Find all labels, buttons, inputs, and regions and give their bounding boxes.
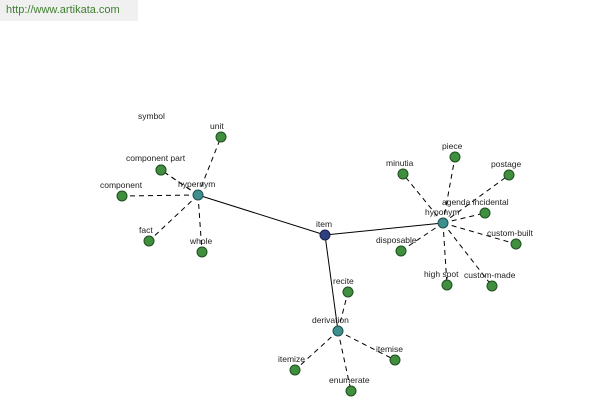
edge-derivation-itemise [337,330,396,361]
label-postage: postage [491,159,522,169]
label-custom-made: custom-made [464,270,516,280]
node-component[interactable] [116,190,128,202]
edge-root-hyponym [324,222,444,236]
label-itemize: itemize [278,354,305,364]
node-high-spot[interactable] [441,279,453,291]
label-layer: symbol unit component part component fact who… [100,111,533,385]
node-enumerate[interactable] [345,385,357,397]
label-high-spot: high spot [424,269,459,279]
edge-derivation-enumerate [337,330,352,392]
edge-hypernym-unit [197,136,222,196]
edge-hypernym-whole [197,194,203,253]
node-postage[interactable] [503,169,515,181]
label-whole: whole [189,236,212,246]
label-fact: fact [139,225,153,235]
label-hypernym: hypernym [178,179,215,189]
node-custom-made[interactable] [486,280,498,292]
label-enumerate: enumerate [329,375,370,385]
edge-hypernym-fact [148,194,199,242]
edge-hypernym-component [121,194,199,197]
edge-derivation-itemize [294,330,339,371]
node-item[interactable] [319,229,331,241]
node-unit[interactable] [215,131,227,143]
edge-hypernym-component-part [160,169,199,196]
node-layer [116,131,522,397]
label-component: component [100,180,143,190]
node-recite[interactable] [342,286,354,298]
edge-hyponym-minutia [402,173,444,224]
edge-hyponym-postage [442,174,510,224]
edge-root-derivation [324,234,339,332]
edge-hyponym-piece [442,156,456,224]
label-agenda-incidental: agenda incidental [442,197,509,207]
label-itemise: itemise [376,344,403,354]
label-recite: recite [333,276,354,286]
edge-hyponym-agenda-incidental [442,212,486,224]
node-hypernym[interactable] [192,189,204,201]
label-minutia: minutia [386,158,414,168]
node-piece[interactable] [449,151,461,163]
node-custom-built[interactable] [510,238,522,250]
label-piece: piece [442,141,463,151]
node-itemize[interactable] [289,364,301,376]
node-itemise[interactable] [389,354,401,366]
node-hyponym[interactable] [437,217,449,229]
edge-layer [121,136,517,392]
label-hyponym: hyponym [425,207,460,217]
label-derivation: derivation [312,315,349,325]
node-agenda-incidental[interactable] [479,207,491,219]
label-unit: unit [210,121,224,131]
edge-hyponym-custom-built [442,222,517,245]
label-item: item [316,219,332,229]
edge-root-hypernym [197,194,326,236]
node-whole[interactable] [196,246,208,258]
node-fact[interactable] [143,235,155,247]
source-url-banner[interactable]: http://www.artikata.com [0,0,138,21]
label-disposable: disposable [376,235,417,245]
edge-derivation-recite [337,291,349,332]
node-minutia[interactable] [397,168,409,180]
node-disposable[interactable] [395,245,407,257]
label-component-part: component part [126,153,186,163]
label-custom-built: custom-built [487,228,533,238]
edge-hyponym-high-spot [442,222,448,286]
label-symbol: symbol [138,111,165,121]
node-derivation[interactable] [332,325,344,337]
edge-hyponym-custom-made [442,222,493,287]
node-component-part[interactable] [155,164,167,176]
